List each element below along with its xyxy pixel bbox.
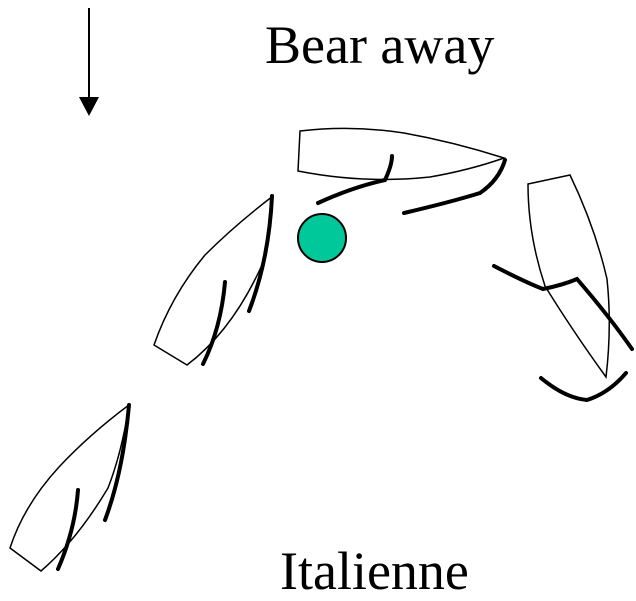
bear-away-diagram bbox=[9, 8, 634, 572]
boat-right-side bbox=[492, 174, 634, 403]
boat-lower-left bbox=[9, 403, 131, 572]
bottom-label: Italienne bbox=[280, 541, 469, 601]
down-arrow-icon bbox=[79, 8, 99, 116]
boat-top-center bbox=[297, 127, 507, 215]
green-circle-mark-icon bbox=[297, 213, 347, 263]
diagram-title: Bear away bbox=[265, 15, 495, 75]
boat-upper-left bbox=[153, 194, 274, 366]
